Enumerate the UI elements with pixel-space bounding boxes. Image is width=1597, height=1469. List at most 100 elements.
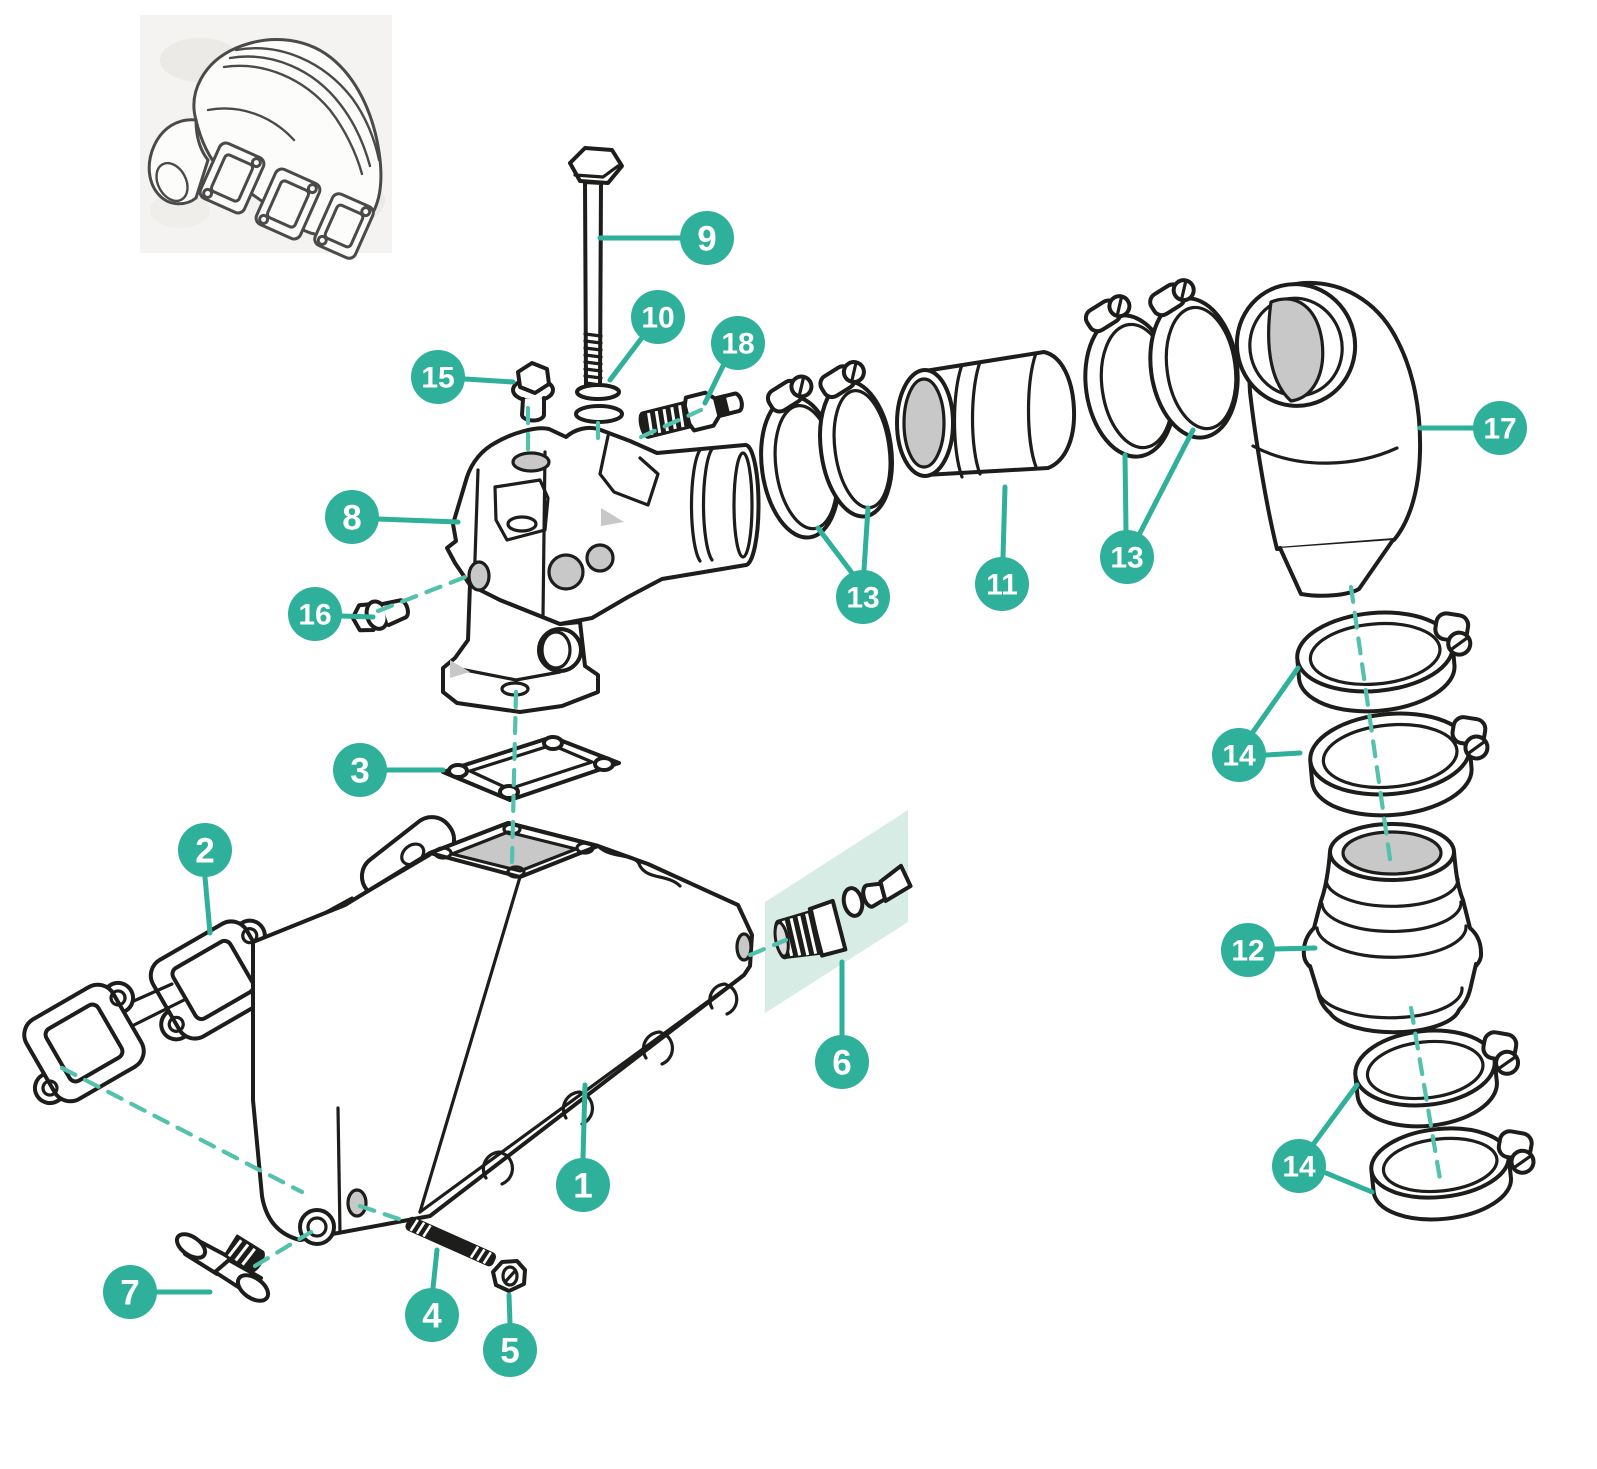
exhaust-manifold [251,821,754,1246]
hose-clamp-pair-right [1083,278,1240,459]
callout-number: 11 [986,569,1018,602]
callout-number: 7 [120,1274,139,1313]
callout-13[interactable]: 13 [1100,427,1196,584]
drain-plug-kit [765,810,913,1013]
exhaust-connector [1301,822,1484,1035]
callout-7[interactable]: 7 [103,1265,213,1319]
callout-number: 13 [1110,542,1143,575]
callout-number: 12 [1231,935,1264,968]
washers [574,383,624,424]
callout-16[interactable]: 16 [288,587,376,641]
callout-number: 18 [721,328,754,361]
callout-leader-line [702,363,726,406]
callout-8[interactable]: 8 [325,490,461,544]
callout-number: 10 [641,302,674,335]
callout-number: 17 [1483,413,1516,446]
callout-number: 5 [500,1332,519,1371]
callout-badge[interactable] [1473,401,1527,455]
callout-4[interactable]: 4 [405,1247,459,1342]
hex-bolt [350,598,410,633]
callout-number: 9 [697,220,716,259]
callout-badge[interactable] [178,823,232,877]
callout-18[interactable]: 18 [702,316,765,406]
callout-badge[interactable] [483,1323,537,1377]
callout-14[interactable]: 14 [1212,665,1303,782]
elbow-fitting [174,1232,271,1303]
manifold-gasket [22,815,457,1106]
callout-6[interactable]: 6 [815,959,869,1089]
callout-badge[interactable] [711,316,765,370]
callout-badge[interactable] [1100,530,1154,584]
mounting-bolt [568,146,624,390]
callout-number: 6 [832,1044,851,1083]
callout-leader-line [815,525,855,576]
callout-9[interactable]: 9 [597,211,734,265]
callout-badge[interactable] [680,211,734,265]
callout-14[interactable]: 14 [1272,1082,1375,1195]
callout-leader-line [376,516,461,525]
callout-leader-line [1000,484,1008,560]
alignment-dashes [59,405,1444,1269]
callout-leader-line [1323,1170,1375,1195]
callout-leader-line [1309,1082,1360,1149]
callout-3[interactable]: 3 [333,743,446,797]
callout-badge[interactable] [815,1035,869,1089]
callout-badge[interactable] [975,557,1029,611]
callout-badge[interactable] [631,290,685,344]
callout-number: 16 [298,599,331,632]
callout-leader-line [861,505,871,573]
riser-gasket [441,735,621,802]
callout-number: 8 [342,499,361,538]
callout-number: 3 [350,752,369,791]
hose-clamp-pair-left [759,360,894,540]
callout-badge[interactable] [288,587,342,641]
callout-leader-line [1272,945,1318,952]
callout-2[interactable]: 2 [178,823,232,936]
callout-number: 4 [422,1297,442,1336]
clamp-pair-upper [1295,610,1490,818]
callout-number: 14 [1282,1151,1316,1184]
nut [491,1259,527,1293]
callout-badge[interactable] [1212,728,1266,782]
callout-15[interactable]: 15 [411,350,516,404]
callout-number: 14 [1222,740,1256,773]
callout-leader-line [1263,750,1303,758]
callout-leader-line [1122,452,1129,533]
callout-11[interactable]: 11 [975,484,1029,611]
callout-leader-line [430,1247,440,1291]
exhaust-elbow [1234,280,1423,598]
flanged-bolt [511,361,555,423]
callout-17[interactable]: 17 [1417,401,1527,455]
callout-leader-line [607,336,644,383]
callout-number: 15 [421,362,454,395]
callout-5[interactable]: 5 [483,1292,537,1377]
callout-leader-line [580,1082,588,1161]
callout-badge[interactable] [1221,923,1275,977]
exhaust-riser [441,425,761,714]
callout-badge[interactable] [333,743,387,797]
callout-1[interactable]: 1 [556,1082,610,1212]
callout-leader-line [462,376,516,385]
callout-badge[interactable] [405,1288,459,1342]
callout-number: 1 [573,1167,592,1206]
callout-leader-line [1137,427,1196,536]
callout-badge[interactable] [411,350,465,404]
callout-leader-line [202,874,213,936]
exhaust-hose [895,350,1077,479]
callout-badge[interactable] [325,490,379,544]
callout-13[interactable]: 13 [815,505,890,624]
exhaust-manifold-thumbnail [140,15,392,260]
callout-number: 13 [846,582,879,615]
stud [405,1216,497,1267]
callout-leader-line [339,613,376,620]
callout-badge[interactable] [836,570,890,624]
callout-leader-line [506,1292,513,1326]
callout-12[interactable]: 12 [1221,923,1318,977]
clamp-pair-lower [1353,1028,1536,1222]
callout-badge[interactable] [556,1158,610,1212]
callout-10[interactable]: 10 [607,290,685,383]
callout-badge[interactable] [103,1265,157,1319]
callout-badge[interactable] [1272,1139,1326,1193]
